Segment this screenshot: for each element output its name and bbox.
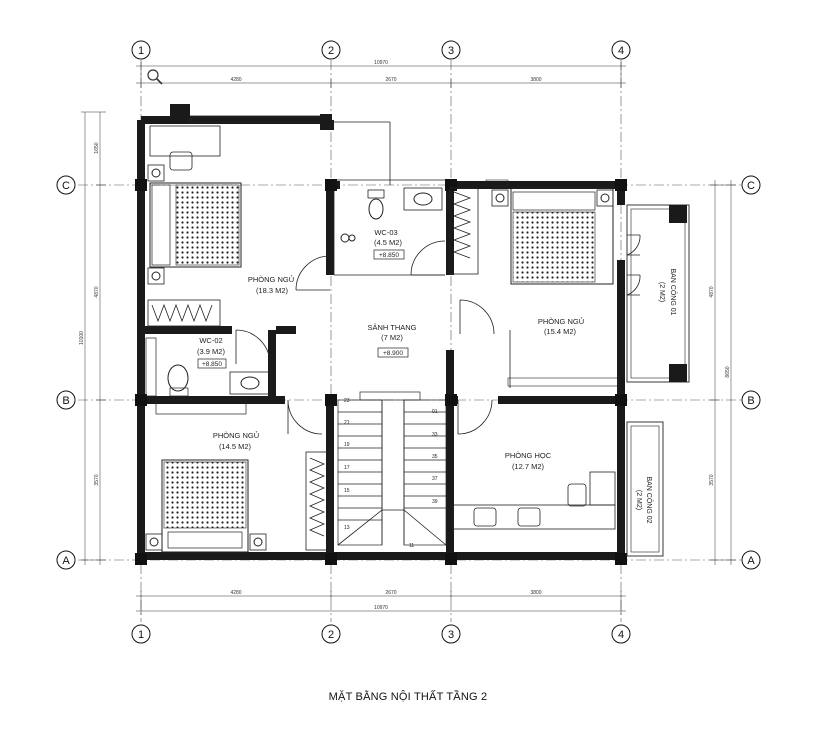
svg-text:3: 3 [448,45,454,57]
dim-top-2: 2670 [385,77,396,83]
dim-top-3: 3800 [530,77,541,83]
axis-markers: 1 2 3 4 1 2 3 4 C B A C B A [56,40,761,644]
closet-hall [449,187,479,275]
bed-room3 [145,451,331,553]
svg-text:C: C [62,180,70,192]
room-bed2-area: (15.4 M2) [544,327,577,336]
study-furniture [452,471,616,530]
svg-text:C: C [747,180,755,192]
hall-doors [287,399,493,435]
balcony-02-area: (2 M2) [635,490,642,510]
dim-left-2: 4870 [94,286,100,297]
balcony-01-name: BAN CÔNG 01 [669,268,678,315]
door-room1 [295,255,331,291]
room-wc03-area: (4.5 M2) [374,238,402,247]
svg-text:2: 2 [328,629,334,641]
axis-bubble-left-b: B [56,390,76,410]
dim-right-total: 8650 [725,366,731,377]
dim-bottom-total: 10970 [374,605,388,611]
dim-top-1: 4280 [230,77,241,83]
axis-bubble-bottom-3: 3 [441,624,461,644]
dim-bottom-1: 4280 [230,590,241,596]
svg-text:B: B [747,395,754,407]
svg-text:4: 4 [618,45,624,57]
drawing-title: MẶT BẰNG NỘI THẤT TẦNG 2 [328,691,488,703]
axis-bubble-top-3: 3 [441,40,461,60]
svg-text:2: 2 [328,45,334,57]
room-wc02-area: (3.9 M2) [197,347,225,356]
room-bed2-name: PHÒNG NGỦ [538,317,584,326]
svg-text:3: 3 [448,629,454,641]
wc03-fixtures [340,187,446,276]
axis-bubble-right-a: A [741,550,761,570]
stair-step-01: 01 [432,409,438,415]
svg-text:4: 4 [618,629,624,641]
stair-step-19: 19 [344,442,350,448]
axis-bubble-right-b: B [741,390,761,410]
dim-left-1: 1650 [94,142,100,153]
room-hall-name: SẢNH THANG [367,323,416,332]
stair-step-23: 23 [344,398,350,404]
wardrobe-room1 [147,299,221,327]
stair-step-15: 15 [344,488,350,494]
bed-room2 [459,179,619,388]
svg-text:B: B [62,395,69,407]
stair-step-17: 17 [344,465,350,471]
stair-step-39: 39 [432,499,438,505]
room-bed1-area: (18.3 M2) [256,286,289,295]
axis-bubble-left-a: A [56,550,76,570]
balcony-01: BAN CÔNG 01 (2 M2) [626,204,690,383]
room-study-name: PHÒNG HỌC [505,451,552,460]
parapets [170,104,445,276]
grid-lines [78,60,742,622]
room-study-area: (12.7 M2) [512,462,545,471]
dim-left-3: 3570 [94,474,100,485]
svg-text:1: 1 [138,45,144,57]
axis-bubble-top-4: 4 [611,40,631,60]
stair-step-21: 21 [344,420,350,426]
room-bed1-name: PHÒNG NGỦ [248,275,294,284]
balcony-02-name: BAN CÔNG 02 [645,476,654,523]
desk-room1 [149,125,221,171]
axis-bubble-top-1: 1 [131,40,151,60]
axis-bubble-top-2: 2 [321,40,341,60]
room-hall-level: +8.900 [383,350,403,357]
axis-bubble-bottom-2: 2 [321,624,341,644]
stair-step-35: 35 [432,454,438,460]
room-bed3-area: (14.5 M2) [219,442,252,451]
stair-step-33: 33 [432,432,438,438]
axis-bubble-right-c: C [741,175,761,195]
room-wc03-name: WC-03 [374,228,397,237]
stair-step-11: 11 [409,543,414,549]
dim-top-total: 10970 [374,60,388,66]
stair-step-13: 13 [344,525,350,531]
room-wc02-level: +8.850 [202,361,222,368]
dimensions: 10970 4280 2670 3800 4280 2670 3800 1097… [79,60,736,615]
axis-bubble-left-c: C [56,175,76,195]
svg-text:A: A [747,555,755,567]
balcony-02: BAN CÔNG 02 (2 M2) [626,421,664,557]
room-labels: PHÒNG NGỦ (18.3 M2) WC-03 (4.5 M2) +8.85… [197,228,584,471]
room-wc03-level: +8.850 [379,252,399,259]
zoom-icon[interactable] [147,69,163,85]
svg-text:1: 1 [138,629,144,641]
balcony-01-area: (2 M2) [658,282,665,302]
bed-room1 [147,164,242,285]
room-bed3-name: PHÒNG NGỦ [213,431,259,440]
dim-right-1: 4870 [709,286,715,297]
room-wc02-name: WC-02 [199,336,222,345]
stair-step-37: 37 [432,476,438,482]
svg-text:A: A [62,555,70,567]
staircase: 23 21 19 17 15 13 01 33 35 37 39 11 [337,391,447,549]
wc02-fixtures [145,329,271,415]
dim-right-2: 3570 [709,474,715,485]
room-hall-area: (7 M2) [381,333,403,342]
dim-bottom-3: 3800 [530,590,541,596]
axis-bubble-bottom-4: 4 [611,624,631,644]
axis-bubble-bottom-1: 1 [131,624,151,644]
dim-bottom-2: 2670 [385,590,396,596]
dim-left-total: 10100 [79,331,85,345]
